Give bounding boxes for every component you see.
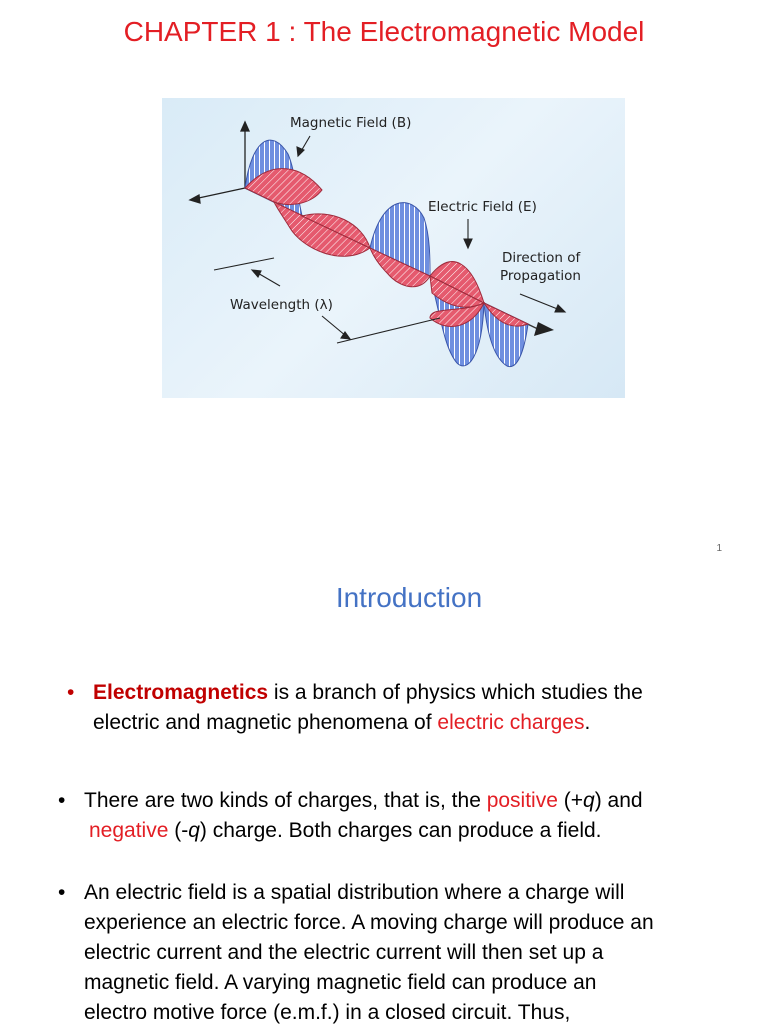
propagation-arrowhead (534, 322, 554, 336)
bullet-3-line-2: experience an electric force. A moving c… (84, 911, 654, 934)
axes-group (188, 120, 251, 204)
slide-number: 1 (716, 543, 722, 554)
bullet-2-line-1: There are two kinds of charges, that is,… (84, 786, 643, 816)
q-symbol: q (188, 819, 200, 842)
slide-2: Introduction • Electromagnetics is a bra… (0, 566, 768, 1024)
bullet-3-line-5: electro motive force (e.m.f.) in a close… (84, 1001, 571, 1024)
positive-highlight: positive (486, 789, 558, 812)
q-symbol: q (583, 789, 595, 812)
label-pointers (213, 135, 567, 344)
term-electromagnetics: Electromagnetics (93, 681, 269, 704)
bullet-1-text-1: is a branch of physics which studies the (268, 681, 643, 704)
wavelength-label: Wavelength (λ) (230, 297, 333, 313)
bullet-marker: • (67, 681, 75, 704)
bullet-1-text-2: electric and magnetic phenomena of (93, 711, 438, 734)
bullet-3-line-4: magnetic field. A varying magnetic field… (84, 971, 597, 994)
bullet-marker: • (58, 881, 66, 904)
direction-label-line-2: Propagation (500, 268, 581, 284)
em-wave-diagram (188, 120, 567, 368)
bullet-3-line-1: An electric field is a spatial distribut… (84, 881, 625, 904)
bullet-1-line-1: Electromagnetics is a branch of physics … (93, 678, 643, 708)
electric-charges-highlight: electric charges (437, 711, 585, 734)
electric-field-label: Electric Field (E) (428, 199, 537, 215)
bullet-2-text-5: ) charge. Both charges can produce a fie… (199, 819, 602, 842)
electric-field-wave (244, 168, 530, 327)
chapter-title: CHAPTER 1 : The Electromagnetic Model (123, 16, 645, 47)
bullet-2-text-3: ) and (594, 789, 643, 812)
bullet-2-line-2: negative (-q) charge. Both charges can p… (84, 816, 643, 846)
bullet-1-line-2: electric and magnetic phenomena of elect… (93, 708, 643, 738)
bullet-2-text-4: (- (168, 819, 189, 842)
bullet-3-line-3: electric current and the electric curren… (84, 941, 604, 964)
introduction-title: Introduction (335, 582, 483, 613)
bullet-electromagnetics: • Electromagnetics is a branch of physic… (67, 678, 643, 738)
magnetic-field-label: Magnetic Field (B) (290, 115, 412, 131)
bullet-electric-field: • An electric field is a spatial distrib… (58, 878, 654, 1028)
bullet-charges: • There are two kinds of charges, that i… (58, 786, 643, 846)
direction-label-line-1: Direction of (502, 250, 581, 266)
bullet-1-end: . (584, 711, 591, 734)
negative-highlight: negative (89, 819, 169, 842)
em-wave-figure: Magnetic Field (B) Electric Field (E) Di… (162, 98, 625, 398)
bullet-2-text-2: (+ (557, 789, 583, 812)
bullet-marker: • (58, 789, 66, 812)
slide-1: CHAPTER 1 : The Electromagnetic Model (123, 16, 722, 554)
bullet-2-text-1: There are two kinds of charges, that is,… (84, 789, 487, 812)
